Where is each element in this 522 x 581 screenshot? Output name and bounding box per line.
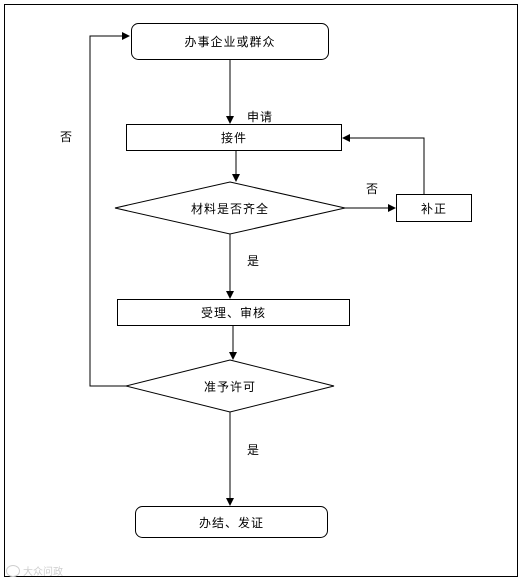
node-start-box [131,23,329,60]
edge-label-yes-materials: 是 [247,254,261,268]
edge-label-no-approve: 否 [60,130,74,144]
edge-supplement-to-receive [342,134,425,194]
node-start-label: 办事企业或群众 [184,35,276,49]
node-review-box [117,299,350,326]
edge-label-no-materials: 否 [366,182,380,196]
node-supplement-box [396,194,472,222]
watermark: 大众问政 [6,563,63,578]
outer-frame [4,4,518,577]
node-check-label: 材料是否齐全 [190,201,269,216]
node-finish-label: 办结、发证 [198,515,264,530]
node-approve-label: 准予许可 [203,379,256,394]
node-review-label: 受理、审核 [200,306,266,320]
node-receive-label: 接件 [220,131,247,145]
edge-label-yes-approve: 是 [247,443,261,457]
node-receive-box [126,124,342,151]
node-finish-box [135,506,328,538]
edge-approve-to-start [89,32,130,387]
edge-label-apply: 申请 [247,110,274,124]
node-supplement-label: 补正 [420,201,447,216]
watermark-logo-icon [6,564,20,577]
watermark-text: 大众问政 [23,567,63,578]
